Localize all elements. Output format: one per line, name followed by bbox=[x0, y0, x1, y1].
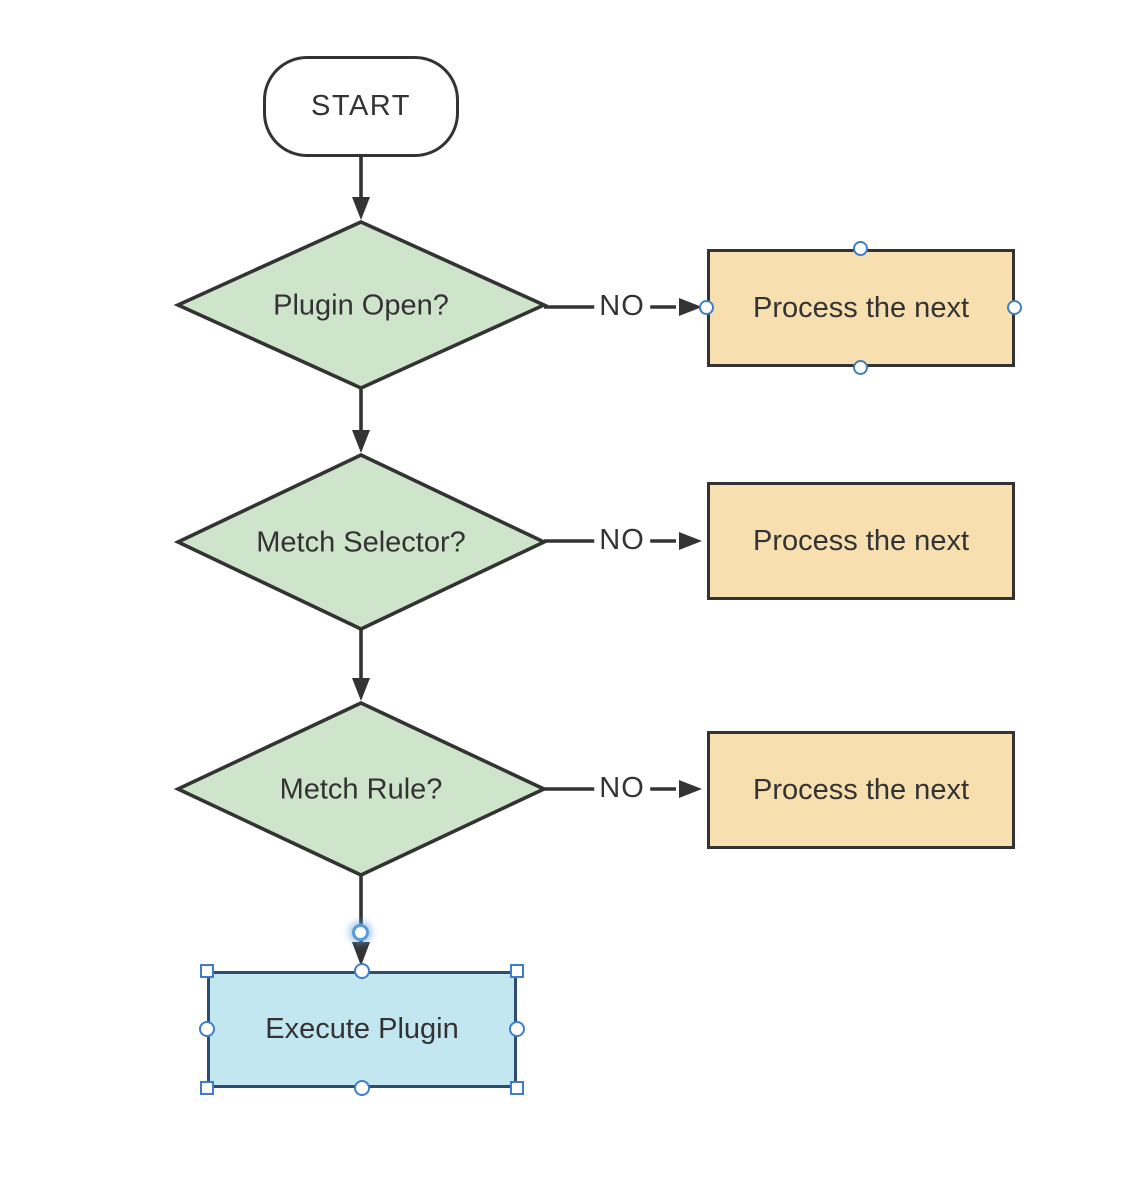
resize-handle-se[interactable] bbox=[510, 1081, 524, 1095]
connection-point-top[interactable] bbox=[853, 241, 868, 256]
arrowhead-icon bbox=[679, 298, 702, 316]
resize-handle-right[interactable] bbox=[509, 1021, 525, 1037]
edge-no1-label[interactable]: NO bbox=[594, 290, 650, 323]
node-decision3-shape[interactable] bbox=[173, 701, 549, 877]
arrowhead-icon bbox=[679, 532, 702, 550]
node-decision1-label: Plugin Open? bbox=[273, 289, 449, 322]
node-start[interactable]: START bbox=[263, 56, 459, 157]
edge-endpoint-indicator[interactable] bbox=[352, 924, 369, 941]
edge-decision2-to-decision3[interactable] bbox=[352, 629, 370, 701]
arrowhead-icon bbox=[352, 678, 370, 701]
node-process3-label: Process the next bbox=[753, 773, 969, 806]
node-process3[interactable]: Process the next bbox=[707, 731, 1015, 849]
arrowhead-icon bbox=[679, 780, 702, 798]
node-start-label: START bbox=[311, 90, 411, 122]
node-decision1-shape[interactable] bbox=[173, 220, 549, 390]
node-decision3-label: Metch Rule? bbox=[279, 773, 443, 806]
arrowhead-icon bbox=[352, 197, 370, 220]
connection-point-left[interactable] bbox=[699, 300, 714, 315]
resize-handle-ne[interactable] bbox=[510, 964, 524, 978]
node-process1[interactable]: Process the next bbox=[707, 249, 1015, 367]
arrowhead-icon bbox=[352, 430, 370, 453]
edge-no3-label[interactable]: NO bbox=[594, 772, 650, 805]
resize-handle-bottom[interactable] bbox=[354, 1080, 370, 1096]
node-execute[interactable]: Execute Plugin bbox=[207, 971, 517, 1088]
node-process2-label: Process the next bbox=[753, 524, 969, 557]
connection-point-bottom[interactable] bbox=[853, 360, 868, 375]
resize-handle-left[interactable] bbox=[199, 1021, 215, 1037]
node-decision2-label: Metch Selector? bbox=[256, 526, 466, 559]
resize-handle-top[interactable] bbox=[354, 963, 370, 979]
arrowhead-icon bbox=[352, 942, 370, 966]
resize-handle-sw[interactable] bbox=[200, 1081, 214, 1095]
resize-handle-nw[interactable] bbox=[200, 964, 214, 978]
edge-decision1-to-decision2[interactable] bbox=[352, 388, 370, 453]
node-process1-label: Process the next bbox=[753, 291, 969, 324]
edge-no2-label[interactable]: NO bbox=[594, 524, 650, 557]
edge-decision3-to-execute[interactable] bbox=[352, 875, 370, 966]
edge-start-to-decision1[interactable] bbox=[352, 157, 370, 220]
node-process2[interactable]: Process the next bbox=[707, 482, 1015, 600]
node-decision2-shape[interactable] bbox=[173, 453, 549, 631]
node-execute-label: Execute Plugin bbox=[265, 1013, 459, 1045]
connection-point-right[interactable] bbox=[1007, 300, 1022, 315]
